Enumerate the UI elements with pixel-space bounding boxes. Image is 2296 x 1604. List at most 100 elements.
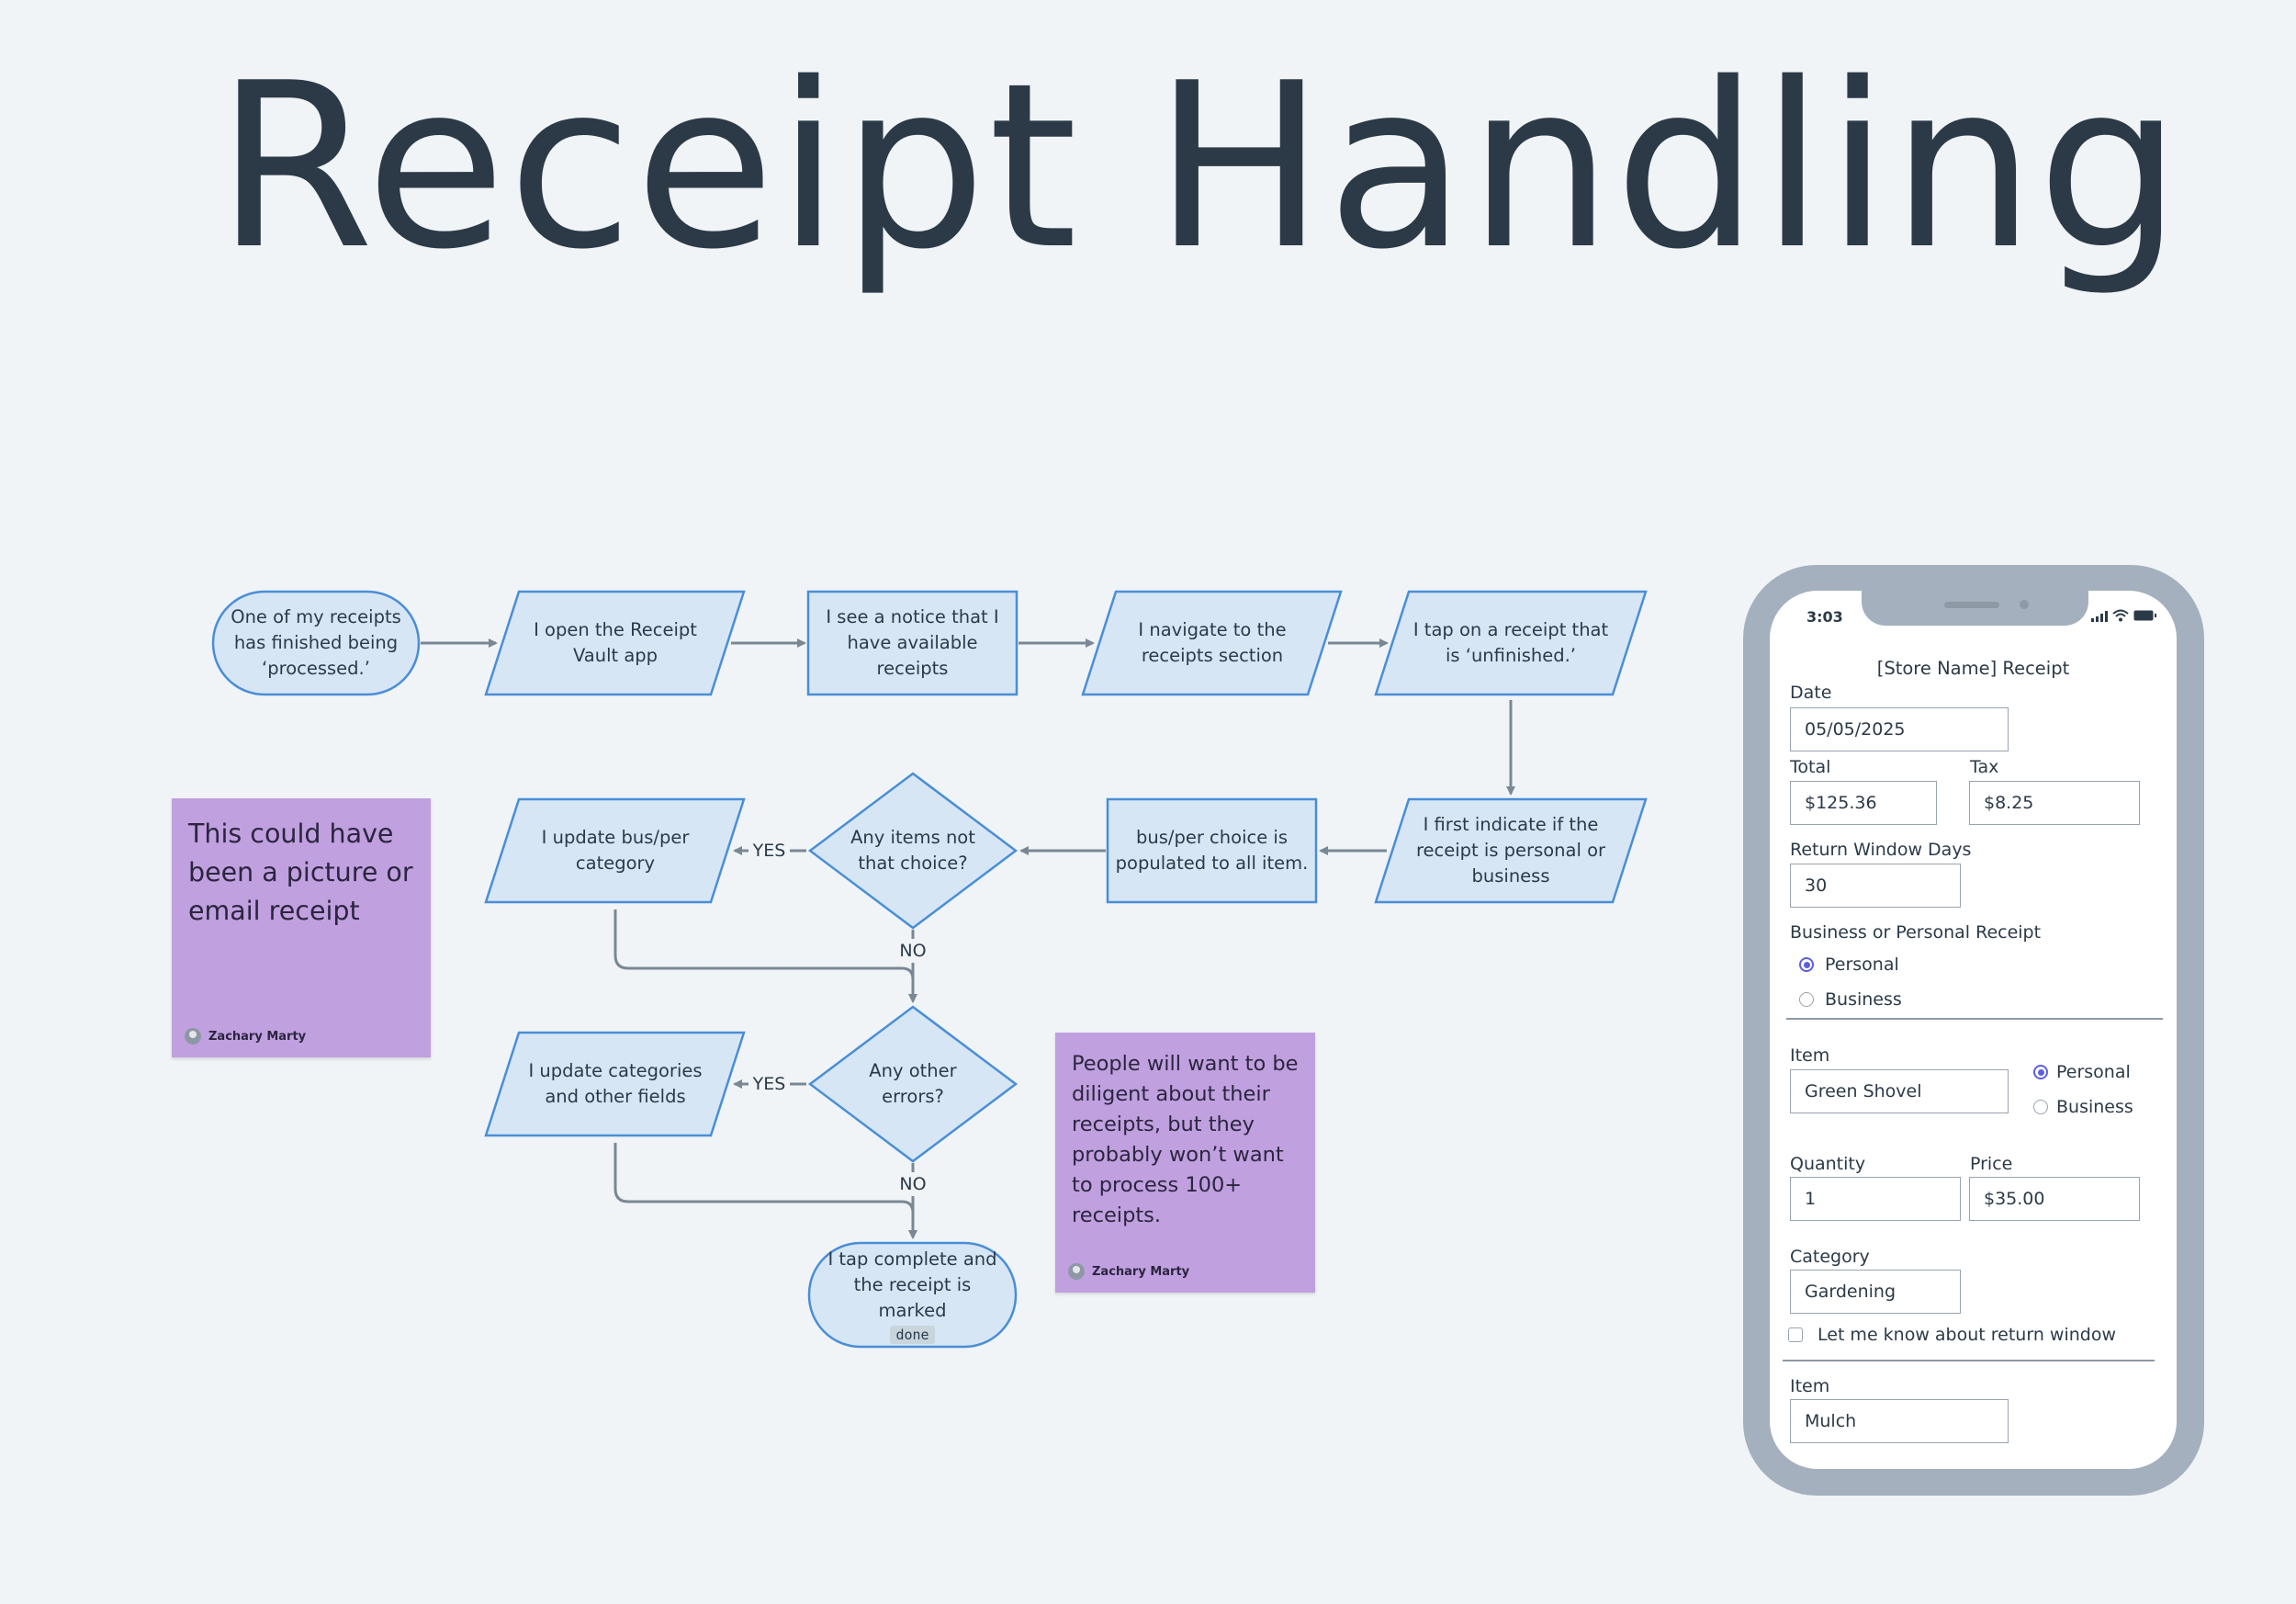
item-2-field[interactable]: Mulch xyxy=(1790,1399,2009,1443)
node-notice-shape xyxy=(806,590,1019,696)
node-populated: bus/per choice is populated to all item. xyxy=(1115,799,1309,902)
total-field[interactable]: $125.36 xyxy=(1790,781,1937,825)
return-window-notify-label: Let me know about return window xyxy=(1818,1325,2116,1345)
node-update-categories-label: I update categories and other fields xyxy=(528,1060,703,1107)
return-window-value: 30 xyxy=(1805,875,1828,896)
wifi-icon xyxy=(2112,609,2129,622)
node-indicate-label: I first indicate if the receipt is perso… xyxy=(1415,814,1606,887)
avatar xyxy=(1068,1263,1085,1280)
price-value: $35.00 xyxy=(1984,1189,2045,1209)
total-value: $125.36 xyxy=(1805,793,1877,813)
speaker-grille xyxy=(1944,602,1999,608)
node-indicate-shape xyxy=(1374,797,1648,904)
quantity-value: 1 xyxy=(1805,1189,1817,1209)
item-2-value: Mulch xyxy=(1805,1411,1857,1431)
node-update-categories: I update categories and other fields xyxy=(519,1033,712,1135)
item-1-personal-label: Personal xyxy=(2056,1062,2131,1082)
item-1-business-radio[interactable] xyxy=(2033,1100,2048,1114)
node-end-shape xyxy=(807,1241,1018,1349)
phone-notch xyxy=(1862,591,2088,626)
item-1-personal-radio[interactable] xyxy=(2033,1065,2048,1079)
quantity-label: Quantity xyxy=(1790,1154,1866,1174)
item-1-value: Green Shovel xyxy=(1805,1081,1922,1101)
done-tag: done xyxy=(890,1325,935,1344)
node-update-categories-shape xyxy=(484,1031,746,1137)
sticky-note-receipt-source[interactable]: This could have been a picture or email … xyxy=(172,798,431,1057)
arrow-update-bus-to-errors xyxy=(613,909,917,1003)
node-start-shape xyxy=(211,590,421,696)
receipt-header: [Store Name] Receipt xyxy=(1876,658,2070,679)
receipt-personal-radio[interactable] xyxy=(1799,957,1814,972)
item-1-business-label: Business xyxy=(2056,1097,2133,1117)
arrow-update-cat-to-end xyxy=(613,1143,917,1239)
signal-icon xyxy=(2091,611,2108,622)
edge-label-yes-1: YES xyxy=(752,841,786,861)
sticky-author: Zachary Marty xyxy=(1068,1263,1189,1280)
avatar xyxy=(185,1028,201,1045)
date-label: Date xyxy=(1790,683,1832,703)
sticky-author-name: Zachary Marty xyxy=(1092,1264,1190,1279)
quantity-field[interactable]: 1 xyxy=(1790,1177,1961,1221)
node-update-bus-per-label: I update bus/per category xyxy=(541,827,690,874)
node-start: One of my receipts has finished being ‘p… xyxy=(220,592,411,695)
node-open-app: I open the Receipt Vault app xyxy=(523,592,707,695)
node-notice-label: I see a notice that I have available rec… xyxy=(826,606,999,679)
category-field[interactable]: Gardening xyxy=(1790,1270,1961,1314)
tax-value: $8.25 xyxy=(1984,793,2034,813)
node-tap-receipt: I tap on a receipt that is ‘unfinished.’ xyxy=(1410,592,1612,695)
return-window-field[interactable]: 30 xyxy=(1790,864,1961,908)
sticky-author: Zachary Marty xyxy=(185,1028,306,1045)
date-value: 05/05/2025 xyxy=(1805,719,1906,740)
category-label: Category xyxy=(1790,1247,1870,1267)
receipt-personal-label: Personal xyxy=(1825,954,1899,975)
node-open-app-shape xyxy=(484,590,746,696)
node-update-bus-per-shape xyxy=(484,797,746,904)
node-navigate-shape xyxy=(1081,590,1343,696)
item-2-label: Item xyxy=(1790,1376,1830,1396)
node-indicate: I first indicate if the receipt is perso… xyxy=(1410,799,1612,902)
receipt-business-label: Business xyxy=(1825,989,1902,1010)
node-tap-receipt-shape xyxy=(1374,590,1648,696)
tax-field[interactable]: $8.25 xyxy=(1969,781,2140,825)
node-populated-label: bus/per choice is populated to all item. xyxy=(1115,827,1309,874)
sticky-note-text: This could have been a picture or email … xyxy=(188,819,413,926)
node-decision-errors: Any other errors? xyxy=(849,1033,977,1135)
node-notice: I see a notice that I have available rec… xyxy=(817,592,1007,695)
node-open-app-label: I open the Receipt Vault app xyxy=(534,619,697,666)
node-populated-shape xyxy=(1106,797,1318,904)
phone-mockup: 3:03 [Store Name] Receipt Date 05/05/202… xyxy=(1743,565,2204,1496)
node-start-label: One of my receipts has finished being ‘p… xyxy=(231,606,401,679)
category-value: Gardening xyxy=(1805,1282,1896,1302)
date-field[interactable]: 05/05/2025 xyxy=(1790,707,2009,751)
business-personal-label: Business or Personal Receipt xyxy=(1790,922,2042,943)
node-end: I tap complete and the receipt is marked… xyxy=(817,1243,1007,1347)
node-decision-errors-label: Any other errors? xyxy=(869,1060,957,1107)
total-label: Total xyxy=(1790,757,1831,777)
section-divider xyxy=(1786,1018,2163,1020)
sticky-note-text: People will want to be diligent about th… xyxy=(1072,1052,1299,1227)
tax-label: Tax xyxy=(1970,757,1999,777)
edge-label-no-2: NO xyxy=(899,1174,927,1194)
node-update-bus-per: I update bus/per category xyxy=(523,799,707,902)
page-title: Receipt Handling xyxy=(216,35,2184,299)
node-decision-items: Any items not that choice? xyxy=(849,799,977,902)
price-field[interactable]: $35.00 xyxy=(1969,1177,2140,1221)
sticky-note-diligence[interactable]: People will want to be diligent about th… xyxy=(1055,1033,1315,1293)
node-navigate-label: I navigate to the receipts section xyxy=(1138,619,1287,666)
status-time: 3:03 xyxy=(1806,608,1843,626)
node-tap-receipt-label: I tap on a receipt that is ‘unfinished.’ xyxy=(1412,619,1609,666)
item-1-field[interactable]: Green Shovel xyxy=(1790,1069,2009,1113)
camera-dot xyxy=(2020,600,2029,609)
node-navigate: I navigate to the receipts section xyxy=(1120,592,1304,695)
return-window-label: Return Window Days xyxy=(1790,840,1972,860)
phone-screen: 3:03 [Store Name] Receipt Date 05/05/202… xyxy=(1770,591,2177,1469)
return-window-checkbox[interactable] xyxy=(1788,1327,1803,1342)
node-end-label: I tap complete and the receipt is marked xyxy=(827,1248,997,1321)
battery-icon xyxy=(2133,610,2156,621)
edge-label-yes-2: YES xyxy=(752,1074,786,1094)
price-label: Price xyxy=(1970,1154,2013,1174)
receipt-business-radio[interactable] xyxy=(1799,992,1814,1007)
node-decision-items-label: Any items not that choice? xyxy=(850,827,975,874)
section-divider xyxy=(1783,1360,2155,1361)
